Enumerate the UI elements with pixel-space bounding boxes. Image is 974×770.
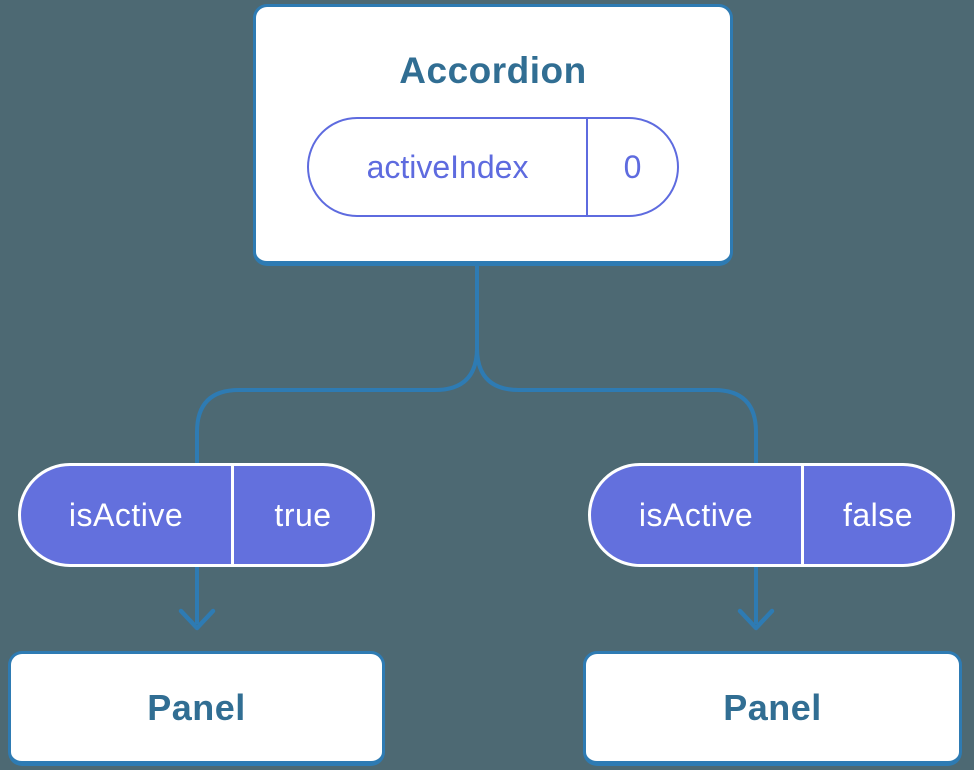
panel-component-card: Panel (8, 651, 385, 766)
state-pill-activeindex: activeIndex 0 (307, 117, 679, 217)
pill-divider (801, 466, 804, 564)
component-title: Accordion (399, 50, 587, 91)
connector-left-branch (195, 260, 479, 624)
prop-pill-isactive-false: isActive false (588, 463, 955, 567)
arrow-down-icon (178, 608, 216, 631)
accordion-component-card: Accordion activeIndex 0 (253, 4, 733, 266)
prop-value: false (842, 496, 914, 533)
prop-name: isActive (68, 496, 184, 533)
pill-divider (231, 466, 234, 564)
component-title: Panel (723, 686, 822, 728)
arrow-down-icon (737, 608, 775, 631)
component-title: Panel (147, 686, 246, 728)
state-value: 0 (623, 148, 642, 185)
connector-right-branch (475, 347, 758, 624)
panel-component-card: Panel (583, 651, 962, 766)
prop-name: isActive (638, 496, 754, 533)
prop-pill-isactive-true: isActive true (18, 463, 375, 567)
state-name: activeIndex (366, 148, 529, 185)
pill-divider (586, 119, 588, 215)
prop-value: true (274, 496, 332, 533)
